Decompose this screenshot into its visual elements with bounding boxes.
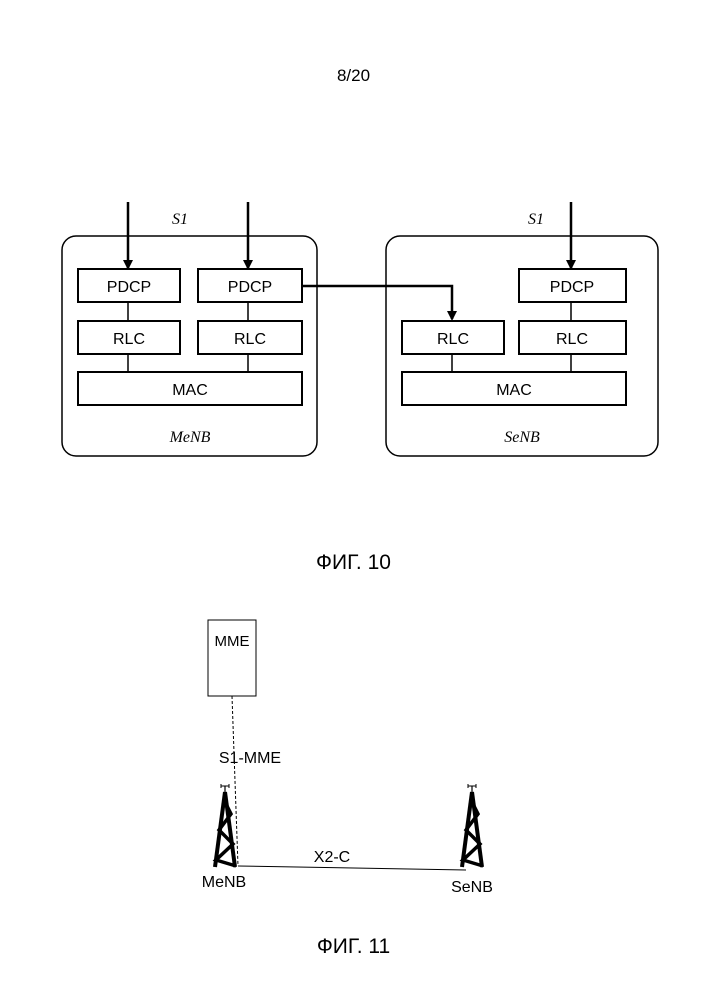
fig11-diagram: MME S1-MME X2-C MeNB SeNB — [0, 610, 707, 910]
senb-rlc-right-label: RLC — [556, 331, 588, 348]
split-bearer-arrow — [302, 286, 452, 319]
menb-label: MeNB — [202, 874, 246, 891]
senb-pdcp-label: PDCP — [550, 279, 594, 296]
menb-s1-label: S1 — [172, 211, 188, 228]
menb-pdcp-left-label: PDCP — [107, 279, 151, 296]
x2-c-link — [238, 866, 466, 870]
senb-node-label: SeNB — [504, 429, 540, 446]
x2-c-label: X2-C — [314, 849, 350, 866]
senb-label: SeNB — [451, 879, 493, 896]
menb-rlc-right-label: RLC — [234, 331, 266, 348]
menb-pdcp-right-label: PDCP — [228, 279, 272, 296]
menb-rlc-left-label: RLC — [113, 331, 145, 348]
menb-node-label: MeNB — [169, 429, 211, 446]
fig11-caption: ФИГ. 11 — [0, 935, 707, 959]
mme-label: MME — [215, 633, 250, 650]
page-number: 8/20 — [0, 66, 707, 86]
senb-rlc-left-label: RLC — [437, 331, 469, 348]
senb-s1-label: S1 — [528, 211, 544, 228]
senb-mac-label: MAC — [496, 382, 532, 399]
fig10-caption: ФИГ. 10 — [0, 551, 707, 575]
menb-tower-icon — [215, 784, 236, 867]
senb-tower-icon — [462, 784, 483, 867]
mme-box — [208, 620, 256, 696]
s1-mme-label: S1-MME — [219, 750, 281, 767]
fig10-diagram: S1 S1 PDCP PDCP RLC RLC MAC MeNB PDCP RL… — [0, 180, 707, 660]
menb-mac-label: MAC — [172, 382, 208, 399]
